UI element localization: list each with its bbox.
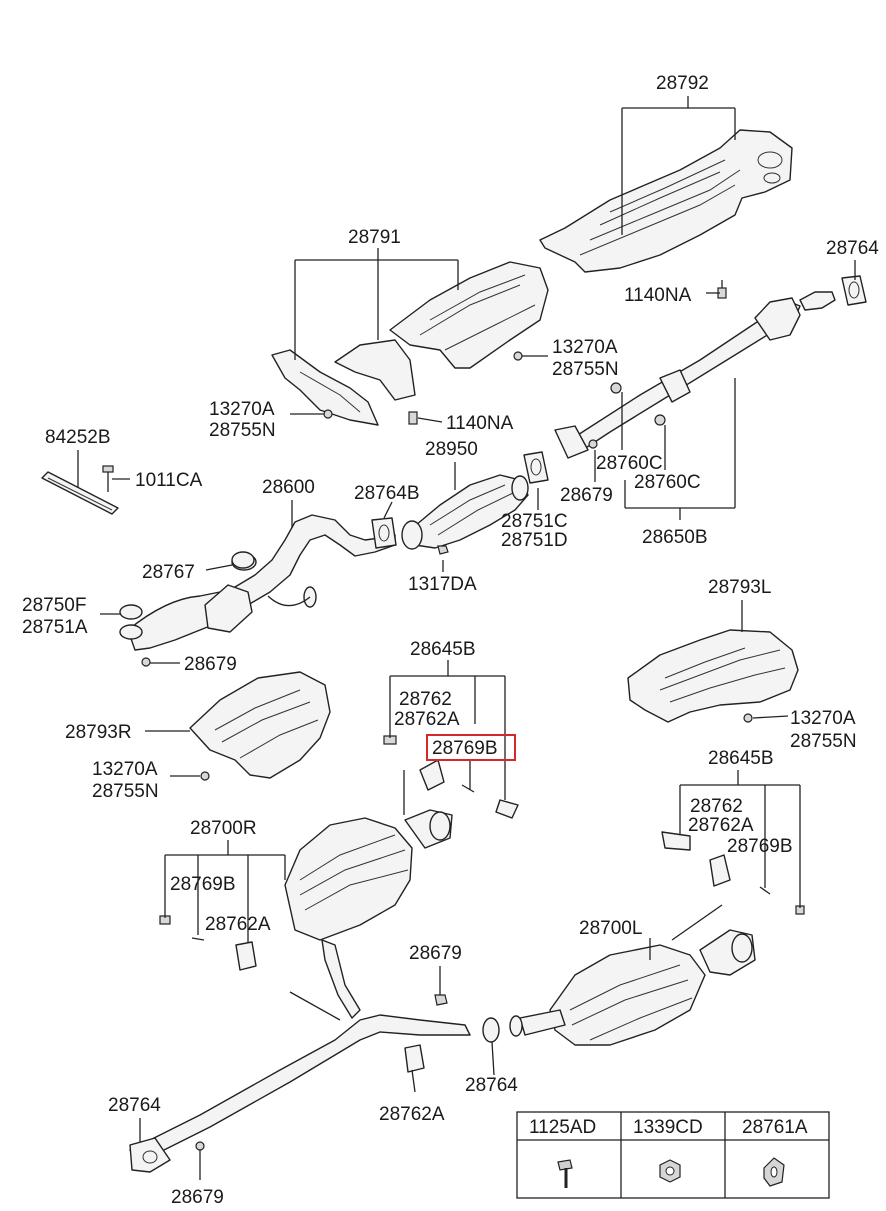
- label-28793l[interactable]: 28793L: [708, 577, 771, 598]
- highlight-box-28769b: [426, 734, 516, 761]
- label-28764b[interactable]: 28764B: [354, 483, 420, 504]
- nut-13270a-mid[interactable]: [323, 409, 333, 419]
- gasket-28764-bl[interactable]: [129, 1137, 171, 1173]
- label-28762-mid[interactable]: 28762: [399, 689, 452, 710]
- heat-shield-28792[interactable]: [539, 129, 793, 273]
- gasket-28767[interactable]: [231, 551, 255, 569]
- label-28764-bl[interactable]: 28764: [108, 1095, 161, 1116]
- label-28762a-bot[interactable]: 28762A: [379, 1104, 445, 1125]
- gasket-28751c[interactable]: [523, 451, 549, 484]
- legend-item-1125ad[interactable]: 1125AD: [529, 1117, 596, 1138]
- label-28755n-rr[interactable]: 28755N: [790, 731, 857, 752]
- gasket-28764-bc[interactable]: [482, 1017, 500, 1043]
- bolt-1140na-mid[interactable]: [408, 411, 418, 425]
- label-28764-bc[interactable]: 28764: [465, 1075, 518, 1096]
- label-13270a-l[interactable]: 13270A: [209, 399, 275, 420]
- rear-muffler-28700l[interactable]: [549, 929, 756, 1046]
- label-1317da[interactable]: 1317DA: [408, 574, 477, 595]
- bolt-1140na-top[interactable]: [717, 280, 727, 299]
- nut-1317da[interactable]: [437, 545, 449, 555]
- label-28755n-r[interactable]: 28755N: [552, 359, 619, 380]
- label-28679-bl[interactable]: 28679: [171, 1187, 224, 1208]
- label-28750f[interactable]: 28750F: [22, 595, 86, 616]
- heat-shield-28793l[interactable]: [627, 629, 799, 723]
- bracket-84252b[interactable]: [41, 471, 119, 515]
- label-28793r[interactable]: 28793R: [65, 722, 132, 743]
- label-28950[interactable]: 28950: [425, 439, 478, 460]
- label-28792[interactable]: 28792: [656, 73, 709, 94]
- leader-lines: [77, 96, 856, 1180]
- catalytic-converter-28950[interactable]: [401, 474, 529, 550]
- nut-icon: [659, 1159, 681, 1183]
- heat-shield-28793r[interactable]: [189, 671, 331, 779]
- label-28751c[interactable]: 28751C: [501, 511, 568, 532]
- label-28645b-mid[interactable]: 28645B: [410, 639, 476, 660]
- label-1140na-mid[interactable]: 1140NA: [446, 413, 514, 434]
- nut-13270a-left[interactable]: [200, 771, 210, 781]
- bolt-icon: [557, 1159, 573, 1188]
- hanger-group-28645b-mid[interactable]: [383, 735, 519, 819]
- label-28762a-l[interactable]: 28762A: [205, 914, 271, 935]
- nut-28679-bl[interactable]: [195, 1141, 205, 1151]
- rubber-hanger-icon: [763, 1157, 785, 1187]
- label-1011ca[interactable]: 1011CA: [135, 470, 203, 491]
- label-13270a-r[interactable]: 13270A: [552, 337, 618, 358]
- label-28700l[interactable]: 28700L: [579, 918, 642, 939]
- label-28762-r[interactable]: 28762: [690, 796, 743, 817]
- label-28700r[interactable]: 28700R: [190, 818, 257, 839]
- label-28751a[interactable]: 28751A: [22, 617, 88, 638]
- label-28679-a[interactable]: 28679: [560, 485, 613, 506]
- part-labels: 28792 28764 28791 1140NA 13270A 28755N 1…: [22, 73, 879, 1208]
- label-28760c-1[interactable]: 28760C: [596, 453, 663, 474]
- label-28769b-mid[interactable]: 28769B: [432, 738, 498, 759]
- front-pipe-28600[interactable]: [127, 514, 396, 651]
- legend-item-28761a[interactable]: 28761A: [742, 1117, 808, 1138]
- label-28762a-r[interactable]: 28762A: [688, 815, 754, 836]
- label-28600[interactable]: 28600: [262, 477, 315, 498]
- heat-shield-28791[interactable]: [271, 261, 549, 426]
- hanger-28762a-bot[interactable]: [404, 1044, 425, 1073]
- label-28679-c[interactable]: 28679: [409, 943, 462, 964]
- label-28791[interactable]: 28791: [348, 227, 401, 248]
- label-28755n-ll[interactable]: 28755N: [92, 781, 159, 802]
- label-28650b[interactable]: 28650B: [642, 527, 708, 548]
- nut-28679-c[interactable]: [434, 994, 448, 1006]
- gasket-28764-tr[interactable]: [841, 275, 867, 306]
- gasket-28764b[interactable]: [371, 517, 397, 549]
- legend-item-1339cd[interactable]: 1339CD: [633, 1117, 703, 1138]
- label-28679-b[interactable]: 28679: [184, 654, 237, 675]
- hanger-group-28645b-right[interactable]: [661, 831, 805, 915]
- rear-muffler-28700r[interactable]: [284, 809, 453, 941]
- label-28755n-l[interactable]: 28755N: [209, 420, 276, 441]
- nut-28679-b[interactable]: [141, 657, 151, 667]
- label-28762a-mid[interactable]: 28762A: [394, 709, 460, 730]
- parts-legend-table: 1125AD 1339CD 28761A: [516, 1111, 830, 1199]
- label-28769b-l[interactable]: 28769B: [170, 874, 236, 895]
- bolt-1011ca[interactable]: [102, 465, 114, 492]
- label-13270a-ll[interactable]: 13270A: [92, 759, 158, 780]
- label-28767[interactable]: 28767: [142, 562, 195, 583]
- label-28751d[interactable]: 28751D: [501, 530, 568, 551]
- label-28769b-r[interactable]: 28769B: [727, 836, 793, 857]
- label-28764-tr[interactable]: 28764: [826, 238, 879, 259]
- label-28645b-r[interactable]: 28645B: [708, 748, 774, 769]
- nut-13270a-right[interactable]: [743, 713, 753, 723]
- label-13270a-rr[interactable]: 13270A: [790, 708, 856, 729]
- rear-pipe-assembly[interactable]: [129, 939, 566, 1163]
- label-1140na-top[interactable]: 1140NA: [624, 285, 692, 306]
- label-84252b[interactable]: 84252B: [45, 427, 111, 448]
- label-28760c-2[interactable]: 28760C: [634, 472, 701, 493]
- center-muffler-28650b[interactable]: [554, 291, 836, 459]
- nut-13270a-upper[interactable]: [513, 351, 523, 361]
- nut-28679-a[interactable]: [588, 439, 598, 449]
- gasket-28750f[interactable]: [119, 604, 143, 640]
